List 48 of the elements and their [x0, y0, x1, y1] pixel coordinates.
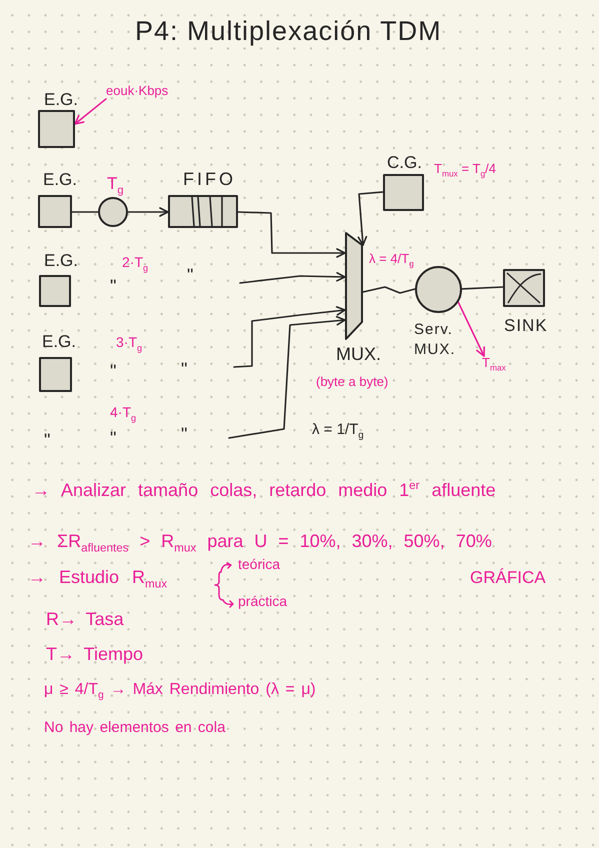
note-text: teórica: [238, 556, 280, 572]
rate-annotation: eouk·Kbps: [106, 84, 168, 99]
note-text: No hay elementos en cola: [44, 719, 226, 736]
ditto-mark: ": [187, 265, 194, 286]
node-label: Serv. MUX.: [414, 320, 456, 359]
node-label: SINK: [504, 316, 548, 336]
node-label: T$_{g}$: [107, 174, 124, 194]
formula: λ = 4/T$_{g}$: [369, 252, 414, 267]
node-label: MUX.: [336, 344, 381, 365]
formula: 3·T$_{g}$: [116, 334, 142, 350]
arrow: [457, 301, 485, 357]
node-label: E.G.: [44, 251, 78, 271]
note-text: → Estudio R$_{mux}$: [28, 567, 168, 588]
formula: 4·T$_{g}$: [110, 404, 136, 420]
arrow: [233, 306, 346, 368]
arrow: [228, 316, 346, 439]
note-text: T→ Tiempo: [46, 644, 144, 665]
note-text: R→ Tasa: [46, 609, 124, 630]
connector-line: [461, 286, 504, 290]
node-label: E.G.: [43, 170, 78, 190]
ditto-mark: ": [110, 428, 116, 449]
ditto-mark: ": [181, 424, 188, 445]
note-text: práctica: [238, 593, 288, 610]
formula: 2·T$_{g}$: [122, 254, 148, 270]
ditto-mark: ": [110, 361, 116, 382]
title: P4: Multiplexación TDM: [135, 16, 442, 48]
arrow: [239, 272, 346, 284]
node-note: T$_{mux}$ = T$_{g}$/4: [434, 162, 496, 177]
connector-line: [71, 211, 99, 213]
note-text: → Analizar tamaño colas, retardo medio 1$^{er}$ afluente: [32, 480, 496, 501]
ditto-mark: ": [181, 359, 188, 380]
node-label: E.G.: [44, 90, 78, 110]
node-label: C.G.: [387, 153, 422, 173]
note-text: GRÁFICA: [470, 568, 546, 588]
ditto-mark: ": [110, 276, 116, 297]
node-note: (byte a byte): [316, 375, 388, 390]
ditto-mark: ": [44, 430, 50, 451]
connector-line: [362, 286, 416, 294]
arrow: [358, 191, 384, 246]
arrow: [127, 207, 169, 217]
note-text: → ΣR$_{afluentes}$ > R$_{mux}$ para U = 10%, 30%, 50%, 70%: [28, 531, 492, 552]
node-label: FIFO: [183, 169, 236, 190]
note-text: μ ≥ 4/T$_{g}$ → Máx Rendimiento (λ = μ): [44, 681, 316, 700]
arrow: [74, 98, 107, 125]
arrow: [237, 211, 346, 258]
node-label: E.G.: [42, 332, 76, 352]
formula: λ = 1/T$_{g}$: [312, 421, 364, 438]
time-annotation: T$_{max}$: [482, 356, 506, 371]
